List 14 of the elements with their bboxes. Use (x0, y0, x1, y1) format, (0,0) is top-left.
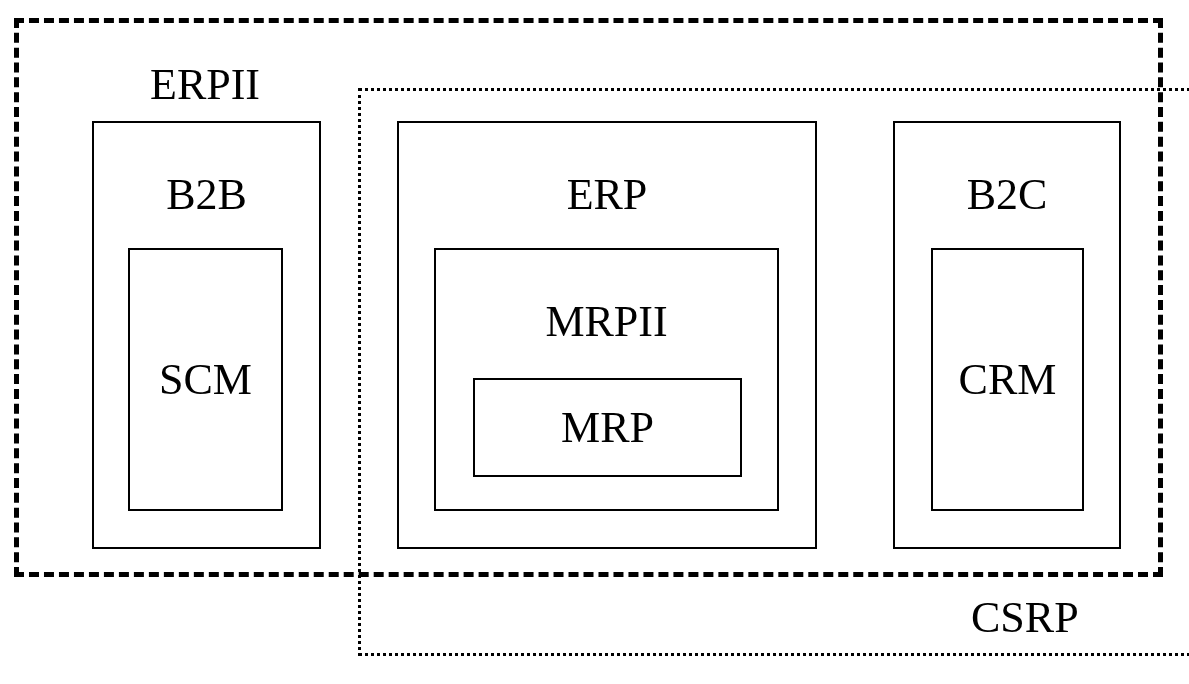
box-label: ERP (566, 173, 648, 217)
box-label: CRM (958, 357, 1057, 402)
box (473, 378, 742, 477)
box-label: MRPII (545, 300, 668, 344)
box-label: SCM (159, 357, 252, 402)
box (931, 248, 1084, 511)
box-label: ERPII (150, 63, 260, 107)
box (92, 121, 321, 549)
box (128, 248, 283, 511)
box-label: B2C (966, 173, 1048, 217)
box-label: B2B (166, 173, 247, 217)
box (434, 248, 779, 511)
box-label: CSRP (971, 596, 1079, 640)
box-label: MRP (561, 405, 654, 450)
